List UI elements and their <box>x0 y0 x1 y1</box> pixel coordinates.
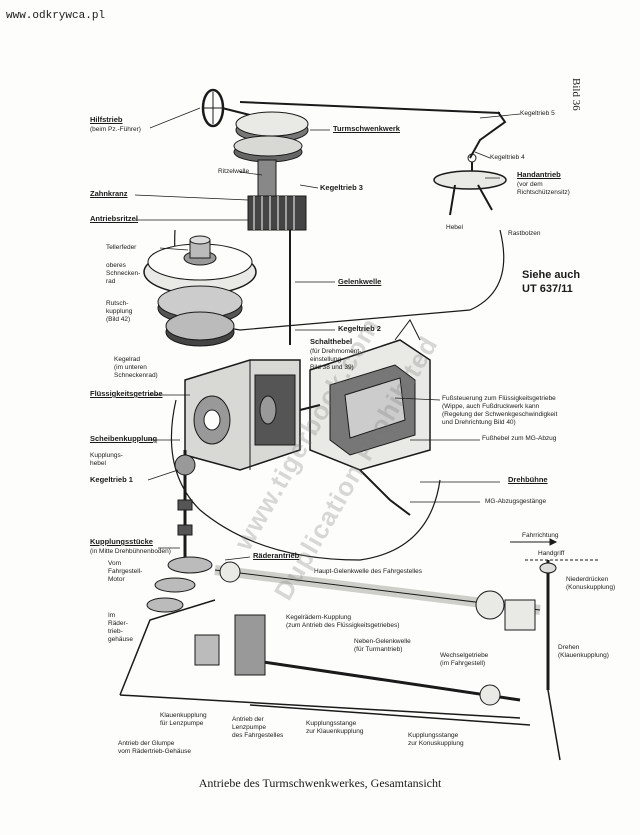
zahnkranz-gear <box>247 195 307 231</box>
label-kupplungsstuecke-sub: (in Mitte Drehbühnenboden) <box>90 548 171 555</box>
label-wechselgetriebe2: (im Fahrgestell) <box>440 660 486 667</box>
figure-caption: Antriebe des Turmschwenkwerkes, Gesamtan… <box>198 776 442 790</box>
label-hilfstrieb-sub: (beim Pz.-Führer) <box>90 126 141 133</box>
label-kegeltrieb2: Kegeltrieb 2 <box>338 324 381 333</box>
label-kupplungsstange1: Kupplungsstange <box>306 720 357 727</box>
label-handantrieb: Handantrieb <box>517 170 561 179</box>
kegeltrieb5-link <box>469 111 507 159</box>
label-mg-abzug: MG-Abzugsgestänge <box>485 498 547 505</box>
label-gelenkwelle: Gelenkwelle <box>338 277 382 286</box>
label-fuss1: Fußsteuerung zum Flüssigkeitsgetriebe <box>442 395 556 402</box>
label-niederdruecken1: Niederdrücken <box>566 576 609 583</box>
label-hilfstrieb: Hilfstrieb <box>90 115 123 124</box>
label-wechselgetriebe1: Wechselgetriebe <box>440 652 489 659</box>
schneckenrad-exploded <box>143 235 257 347</box>
label-im1: Im <box>108 612 116 619</box>
label-kegelrad3: Schneckenrad) <box>114 372 158 379</box>
label-rutsch3: (Bild 42) <box>106 316 131 323</box>
label-oberes1: oberes <box>106 262 126 269</box>
label-neben2: (für Turmantrieb) <box>354 646 403 653</box>
kupplungsstange-konus <box>249 704 531 726</box>
label-drehen1: Drehen <box>558 644 580 651</box>
label-tellerfeder: Tellerfeder <box>106 244 137 251</box>
label-kegeltrieb1: Kegeltrieb 1 <box>90 475 133 484</box>
label-handantrieb-sub2: Richtschützensitz) <box>517 189 570 196</box>
handantrieb-disc <box>433 170 507 190</box>
label-kupplungshebel1: Kupplungs- <box>90 452 123 459</box>
label-kupplungsstange4: zur Konuskupplung <box>408 740 464 747</box>
label-schalthebel4: Bild 38 und 39) <box>310 364 354 371</box>
label-kegelrad1: Kegelrad <box>114 356 141 363</box>
label-antrieb-fg1: Antrieb der <box>232 716 264 723</box>
label-kupplungsstange2: zur Klauenkupplung <box>306 728 364 735</box>
label-kupplungsstange3: Kupplungsstange <box>408 732 459 739</box>
label-oberes2: Schnecken- <box>106 270 141 277</box>
label-fuss4: und Drehrichtung Bild 40) <box>442 419 516 426</box>
site-url: www.odkrywca.pl <box>6 10 106 22</box>
label-fusshebel: Fußhebel zum MG-Abzug <box>482 435 557 442</box>
label-vom2: Fahrgestell- <box>108 568 143 575</box>
label-schalthebel3: einstellung <box>310 356 342 363</box>
label-schalthebel2: (für Drehmoment- <box>310 348 362 355</box>
label-fluessigkeitsgetriebe: Flüssigkeitsgetriebe <box>90 389 163 398</box>
label-antrieb-fg3: des Fahrgestelles <box>232 732 284 739</box>
kupplungsstange-klauen <box>119 694 521 719</box>
hilfstrieb-rod <box>239 101 501 114</box>
label-turmschwenkwerk: Turmschwenkwerk <box>333 124 400 133</box>
label-im3: trieb- <box>108 628 123 635</box>
fluessigkeitsgetriebe-housing <box>184 359 301 471</box>
lenzpumpe-frame <box>119 599 216 696</box>
label-im2: Räder- <box>108 620 128 627</box>
label-vom1: Vom <box>108 560 122 567</box>
label-scheibenkupplung: Scheibenkupplung <box>90 434 158 443</box>
label-rutsch1: Rutsch- <box>106 300 129 307</box>
raederantrieb-gears <box>146 556 213 613</box>
label-klauen2: für Lenzpumpe <box>160 720 204 727</box>
label-fuss3: (Regelung der Schwenkgeschwindigkeit <box>442 411 558 418</box>
label-klauen1: Klauenkupplung <box>160 712 207 719</box>
label-oberes3: rad <box>106 278 116 285</box>
label-antrieb-fg2: Lenzpumpe <box>232 724 266 731</box>
label-kupplungshebel2: hebel <box>90 460 106 467</box>
kupplungsstuecke-shaft <box>174 450 196 560</box>
label-fahrrichtung: Fahrrichtung <box>522 532 559 539</box>
label-rastbolzen: Rastbolzen <box>508 230 541 237</box>
fusssteuerung-box <box>299 319 431 471</box>
label-kegeltrieb4: Kegeltrieb 4 <box>490 154 525 161</box>
label-antrieb-glump1: Antrieb der Glumpe <box>118 740 175 747</box>
label-handgriff: Handgriff <box>538 550 565 557</box>
siehe-line2: UT 637/11 <box>522 283 573 295</box>
siehe-auch-note: Siehe auch UT 637/11 <box>522 268 580 296</box>
neben-gelenkwelle <box>249 658 521 702</box>
label-kegelraeder1: Kegelrädern-Kupplung <box>286 614 352 621</box>
label-haupt-gelenkwelle: Haupt-Gelenkwelle des Fahrgestelles <box>314 568 423 575</box>
label-kegeltrieb3: Kegeltrieb 3 <box>320 183 363 192</box>
label-kupplungsstuecke: Kupplungsstücke <box>90 537 153 546</box>
label-kegelrad2: (im unteren <box>114 364 147 371</box>
label-fuss2: (Wippe, auch Fußdruckwerk kann <box>442 403 540 410</box>
label-handantrieb-sub1: (vor dem <box>517 181 543 188</box>
label-raederantrieb: Räderantrieb <box>253 551 300 560</box>
label-antrieb-glump2: vom Rädertrieb-Gehäuse <box>118 748 191 755</box>
label-vom3: Motor <box>108 576 125 583</box>
label-zahnkranz: Zahnkranz <box>90 189 128 198</box>
siehe-line1: Siehe auch <box>522 269 581 281</box>
label-ritzelwelle: Ritzelwelle <box>218 168 250 175</box>
mg-abzug-linkage <box>359 469 411 516</box>
label-rutsch2: kupplung <box>106 308 133 315</box>
label-hebel: Hebel <box>446 224 463 231</box>
label-neben1: Neben-Gelenkwelle <box>354 638 411 645</box>
label-drehbuehne: Drehbühne <box>508 475 548 484</box>
label-drehen2: (Klauenkupplung) <box>558 652 609 659</box>
label-im4: gehäuse <box>108 636 133 643</box>
label-niederdruecken2: (Konuskupplung) <box>566 584 616 591</box>
label-schalthebel1: Schalthebel <box>310 337 353 346</box>
label-antriebsritzel: Antriebsritzel <box>90 214 138 223</box>
label-kegelraeder2: (zum Antrieb des Flüssigkeitsgetriebes) <box>286 622 400 629</box>
label-kegeltrieb5: Kegeltrieb 5 <box>520 110 555 117</box>
